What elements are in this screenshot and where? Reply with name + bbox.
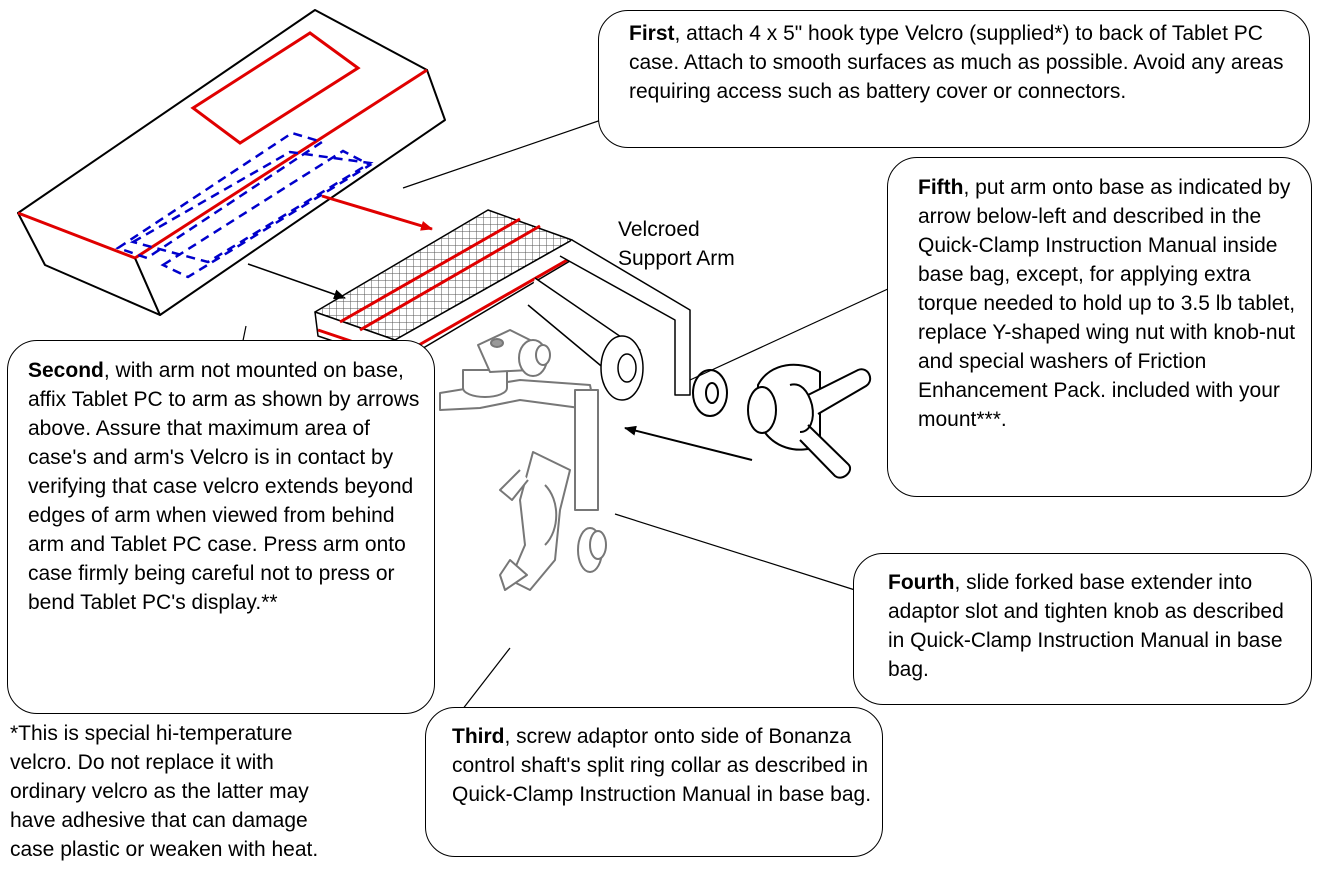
- step-first-lead: First: [629, 22, 675, 45]
- black-arrow: [247, 263, 346, 300]
- support-arm-label: Velcroed Support Arm: [618, 218, 735, 270]
- support-arm: [314, 209, 691, 401]
- step-second-text: , with arm not mounted on base, affix Ta…: [28, 359, 420, 614]
- assembly-arrow: [624, 425, 753, 461]
- red-arrow: [321, 194, 433, 231]
- case-velcro-hidden: [115, 131, 374, 279]
- step-fourth-text: , slide forked base extender into adapto…: [888, 571, 1284, 681]
- step-fourth-callout: Fourth, slide forked base extender into …: [853, 553, 1312, 705]
- leader-lines: [237, 117, 891, 711]
- case-velcro-patch: [190, 31, 361, 145]
- step-first-callout: First, attach 4 x 5" hook type Velcro (s…: [598, 10, 1310, 148]
- step-second-callout: Second, with arm not mounted on base, af…: [7, 340, 435, 714]
- case-velcro-visible: [17, 31, 428, 260]
- tablet-case: [17, 9, 446, 316]
- quick-clamp-hardware: [439, 329, 607, 591]
- step-third-lead: Third: [452, 725, 505, 748]
- wing-nut: [747, 363, 872, 479]
- step-second-lead: Second: [28, 359, 104, 382]
- step-fifth-text: , put arm onto base as indicated by arro…: [918, 176, 1296, 431]
- step-fourth-lead: Fourth: [888, 571, 955, 594]
- washer: [692, 369, 728, 417]
- step-third-text: , screw adaptor onto side of Bonanza con…: [452, 725, 872, 806]
- step-first-text: , attach 4 x 5" hook type Velcro (suppli…: [629, 22, 1284, 103]
- velcro-footnote: *This is special hi-temperature velcro. …: [10, 722, 319, 861]
- step-third-callout: Third, screw adaptor onto side of Bonanz…: [425, 707, 883, 857]
- step-fifth-lead: Fifth: [918, 176, 964, 199]
- step-fifth-callout: Fifth, put arm onto base as indicated by…: [887, 157, 1312, 497]
